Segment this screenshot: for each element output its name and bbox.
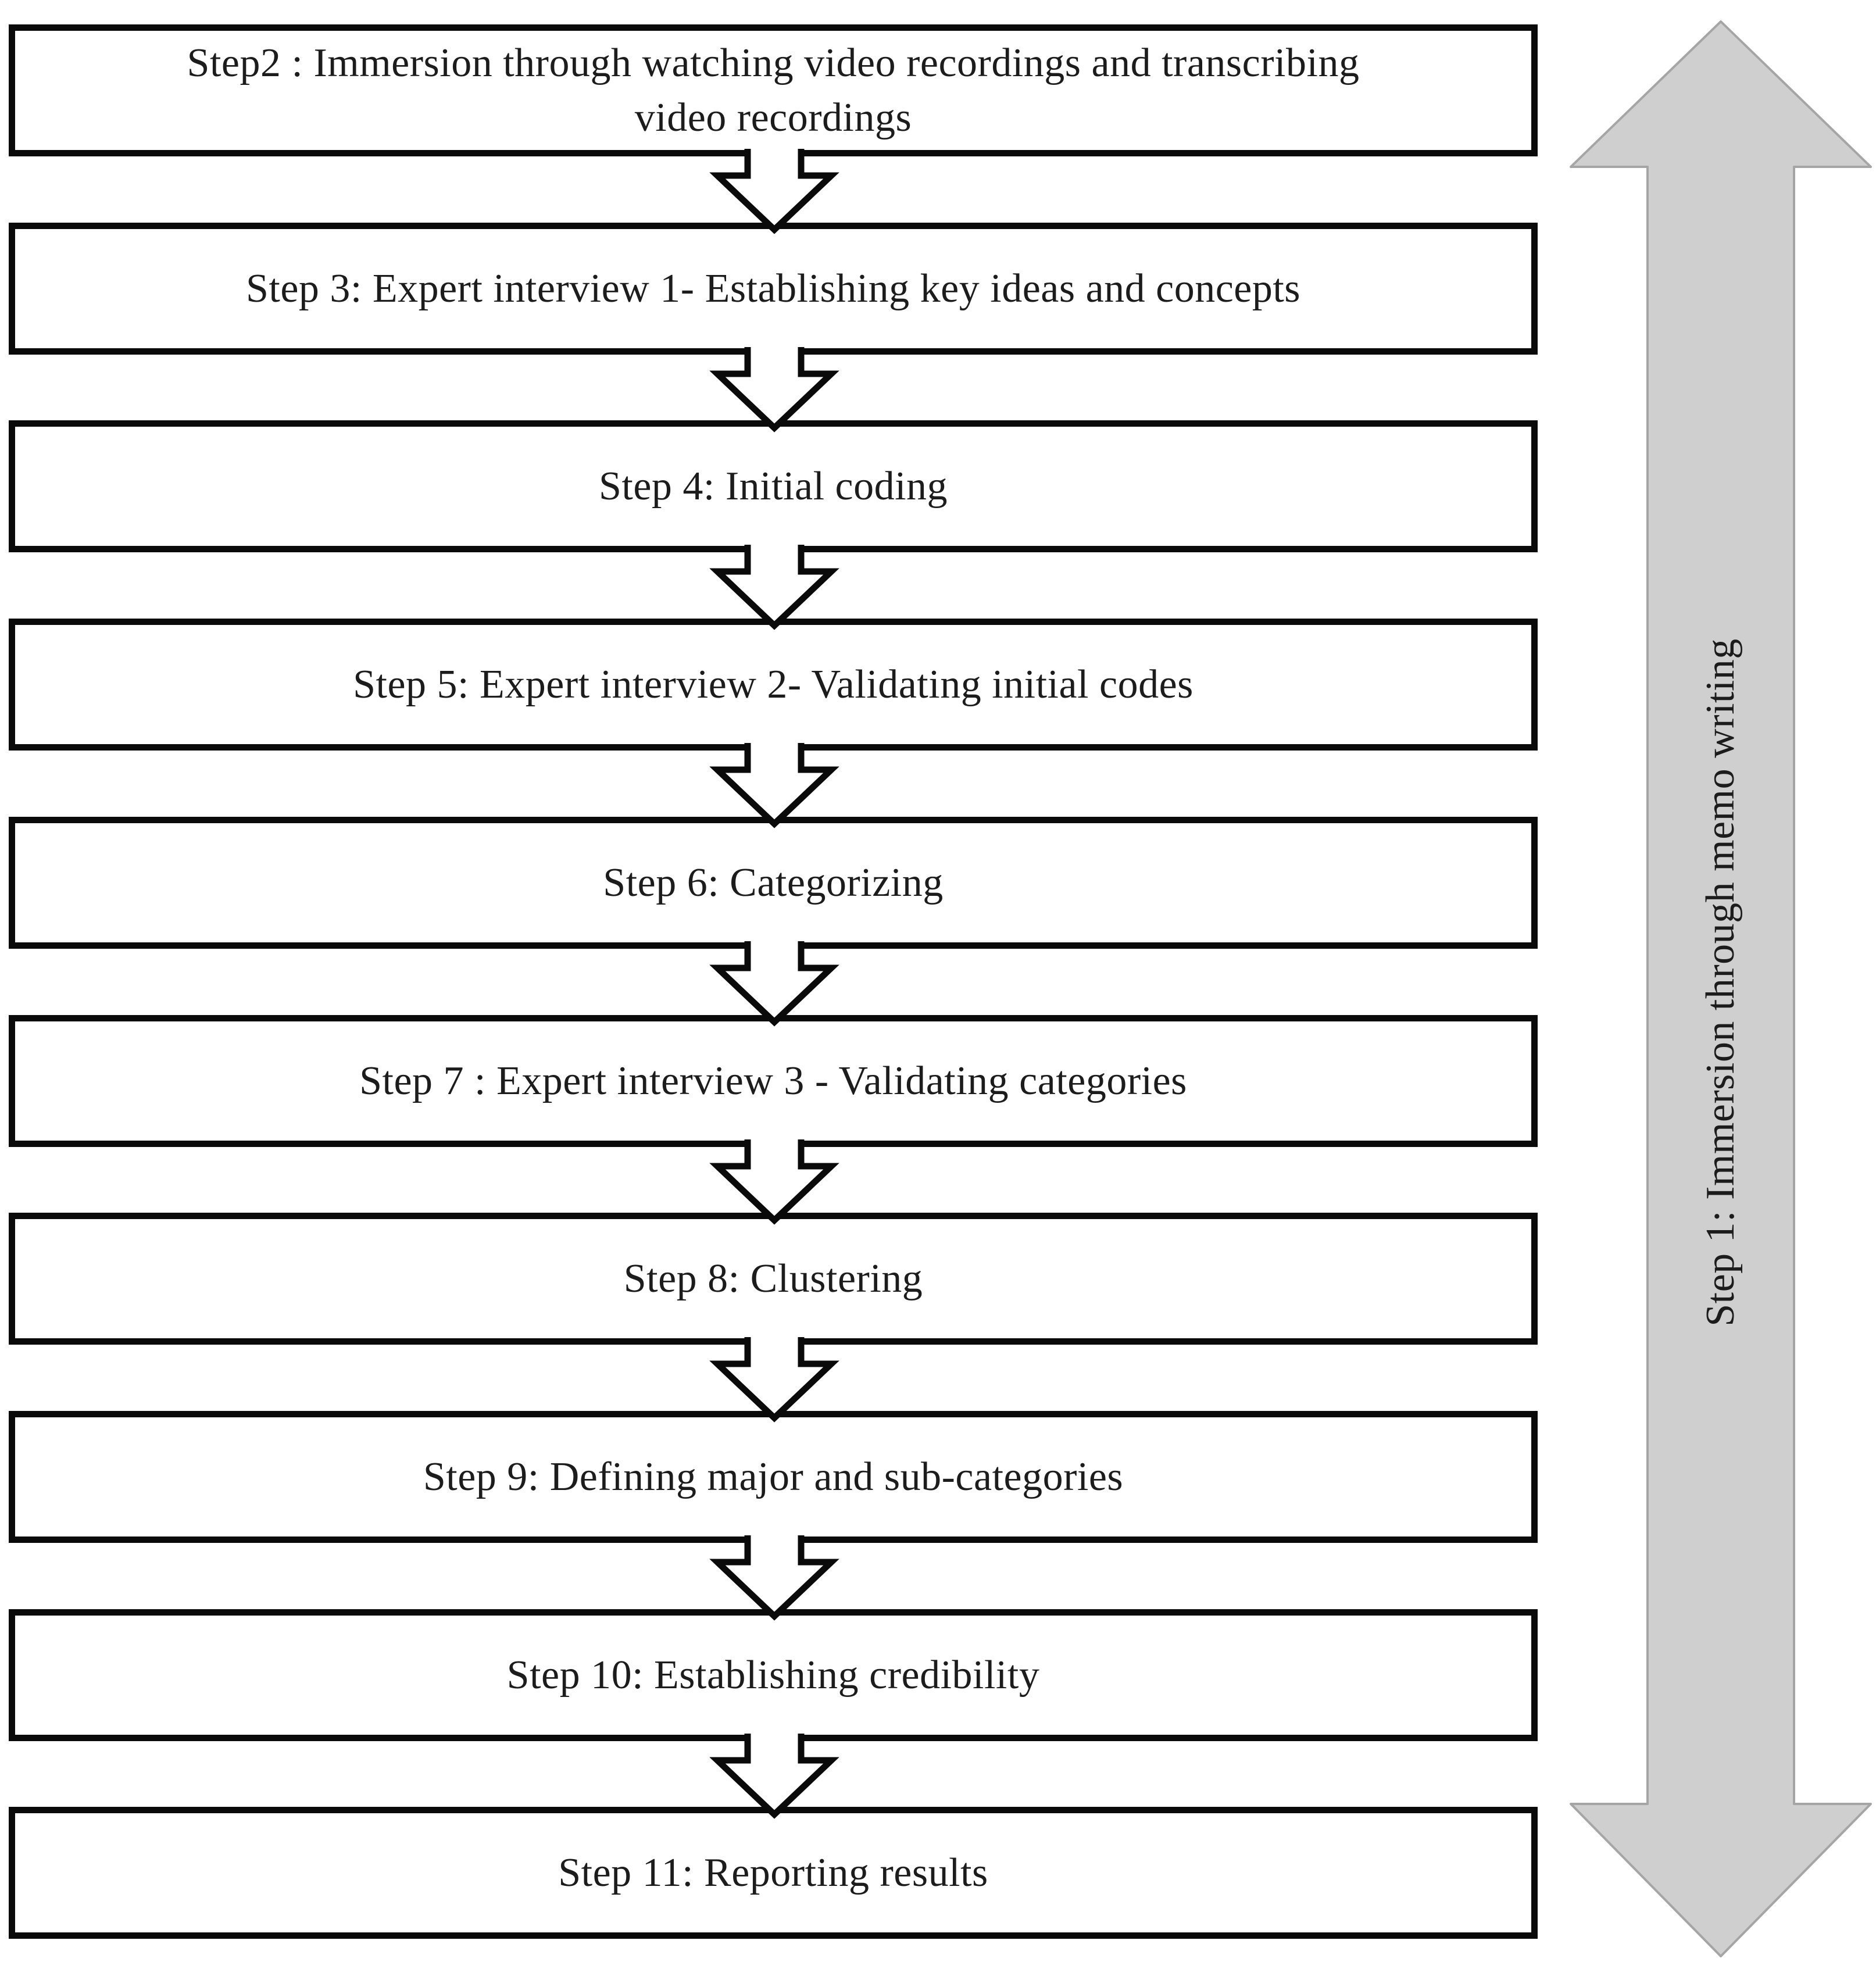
step-label: Step 8: Clustering [623,1256,923,1301]
down-arrow-connector-icon [709,347,839,433]
step-box: Step 10: Establishing credibility [9,1609,1538,1741]
step-label: Step 3: Expert interview 1- Establishing… [245,266,1301,311]
memo-arrow-label: Step 1: Immersion through memo writing [1698,638,1743,1327]
step-box: Step 7 : Expert interview 3 - Validating… [9,1015,1538,1147]
memo-writing-double-arrow-icon [1570,20,1872,1957]
step-label: Step 9: Defining major and sub-categorie… [423,1454,1124,1499]
step-box: Step 11: Reporting results [9,1807,1538,1939]
down-arrow-connector-icon [709,941,839,1027]
step-box: Step2 : Immersion through watching video… [9,24,1538,156]
step-box: Step 9: Defining major and sub-categorie… [9,1411,1538,1543]
down-arrow-connector-icon [709,1337,839,1423]
step-label: Step2 : Immersion through watching video… [187,40,1360,140]
step-label: Step 7 : Expert interview 3 - Validating… [359,1058,1187,1103]
step-label: Step 4: Initial coding [598,463,948,509]
down-arrow-connector-icon [709,545,839,630]
step-box: Step 6: Categorizing [9,817,1538,949]
step-label: Step 11: Reporting results [558,1850,988,1895]
step-label: Step 10: Establishing credibility [506,1652,1040,1698]
step-box: Step 4: Initial coding [9,420,1538,552]
double-arrow-shape [1570,20,1872,1957]
step-box: Step 8: Clustering [9,1213,1538,1345]
step-box: Step 3: Expert interview 1- Establishing… [9,223,1538,355]
down-arrow-connector-icon [709,743,839,828]
step-box: Step 5: Expert interview 2- Validating i… [9,619,1538,751]
down-arrow-connector-icon [709,1734,839,1819]
step-label: Step 6: Categorizing [603,860,944,905]
down-arrow-connector-icon [709,1139,839,1225]
down-arrow-connector-icon [709,1535,839,1621]
step-label: Step 5: Expert interview 2- Validating i… [353,662,1194,707]
down-arrow-connector-icon [709,149,839,234]
